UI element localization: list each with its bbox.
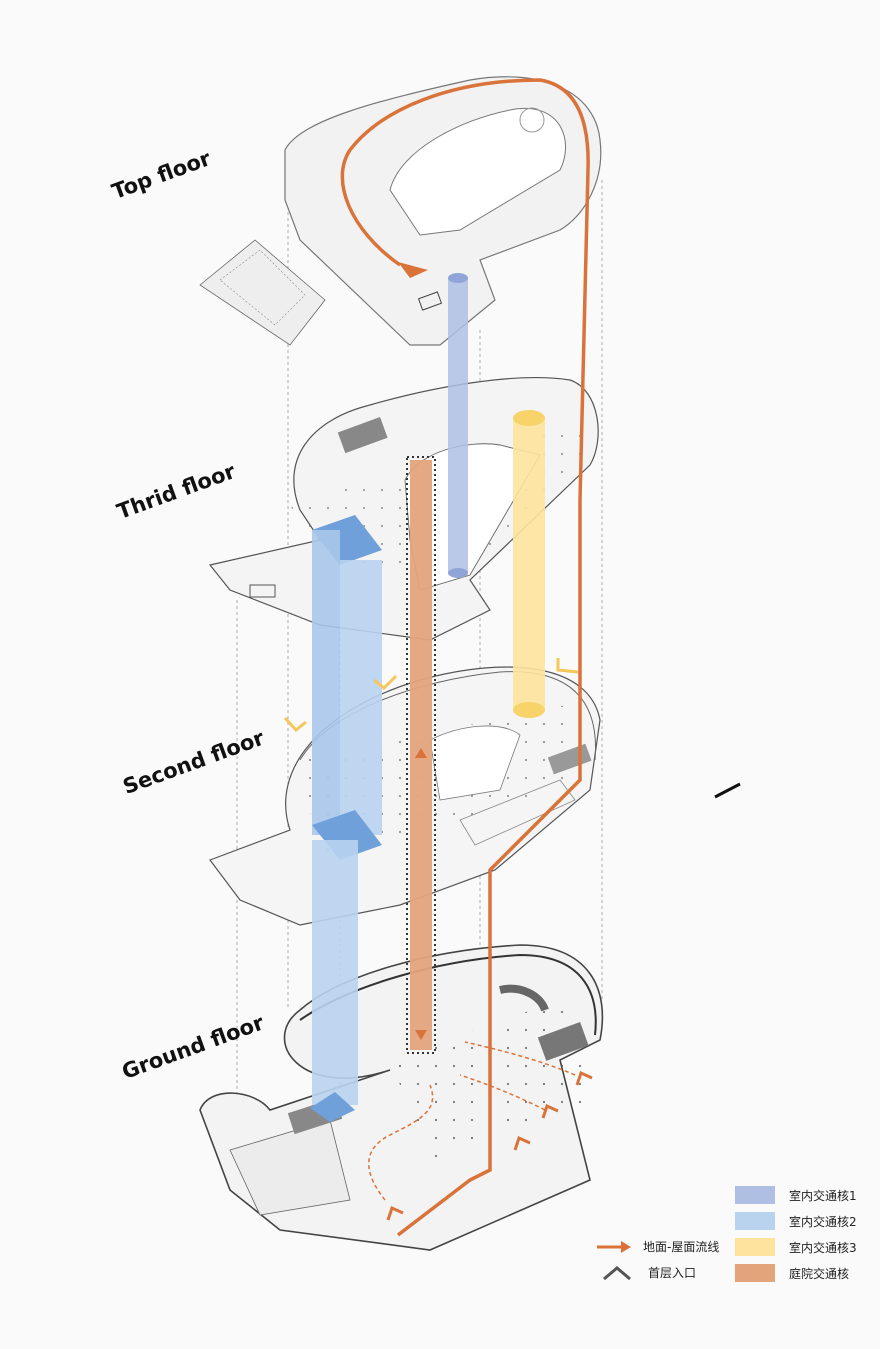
ground-entrance-chevrons bbox=[386, 1070, 593, 1221]
legend-flow-line-label: 地面-屋面流线 bbox=[643, 1240, 720, 1254]
core-2-swatch bbox=[735, 1212, 775, 1230]
legend-courtyard-core: 庭院交通核 bbox=[735, 1264, 849, 1282]
legend-ground-entrance-label: 首层入口 bbox=[648, 1266, 697, 1280]
legend-core-1-label: 室内交通核1 bbox=[789, 1188, 857, 1203]
ground-circulation-arrows bbox=[368, 1041, 576, 1201]
legend-flow-line: 地面-屋面流线 bbox=[595, 1238, 719, 1255]
core-3-column bbox=[513, 410, 545, 718]
chevron-up-icon bbox=[600, 1265, 638, 1281]
floor-entrance-markers bbox=[283, 658, 579, 733]
legend-core-2-label: 室内交通核2 bbox=[789, 1214, 857, 1229]
core-3-swatch bbox=[735, 1238, 775, 1256]
legend-core-3-label: 室内交通核3 bbox=[789, 1240, 857, 1255]
courtyard-core-swatch bbox=[735, 1264, 775, 1282]
flow-arrowhead bbox=[398, 262, 428, 278]
core-1-swatch bbox=[735, 1186, 775, 1204]
core-2-column bbox=[310, 515, 382, 1122]
legend-ground-entrance: 首层入口 bbox=[600, 1264, 696, 1281]
north-arrow-icon bbox=[714, 782, 741, 799]
legend-core-2: 室内交通核2 bbox=[735, 1212, 857, 1230]
ground-roof-flow-line bbox=[340, 78, 590, 1237]
courtyard-core-column bbox=[406, 456, 436, 1054]
arrow-right-icon bbox=[595, 1239, 633, 1255]
core-1-column bbox=[448, 273, 468, 578]
ground-floor-plate bbox=[199, 944, 604, 1251]
legend-core-3: 室内交通核3 bbox=[735, 1238, 857, 1256]
legend-core-1: 室内交通核1 bbox=[735, 1186, 857, 1204]
top-floor-plate bbox=[199, 76, 602, 346]
legend-courtyard-core-label: 庭院交通核 bbox=[789, 1266, 850, 1281]
